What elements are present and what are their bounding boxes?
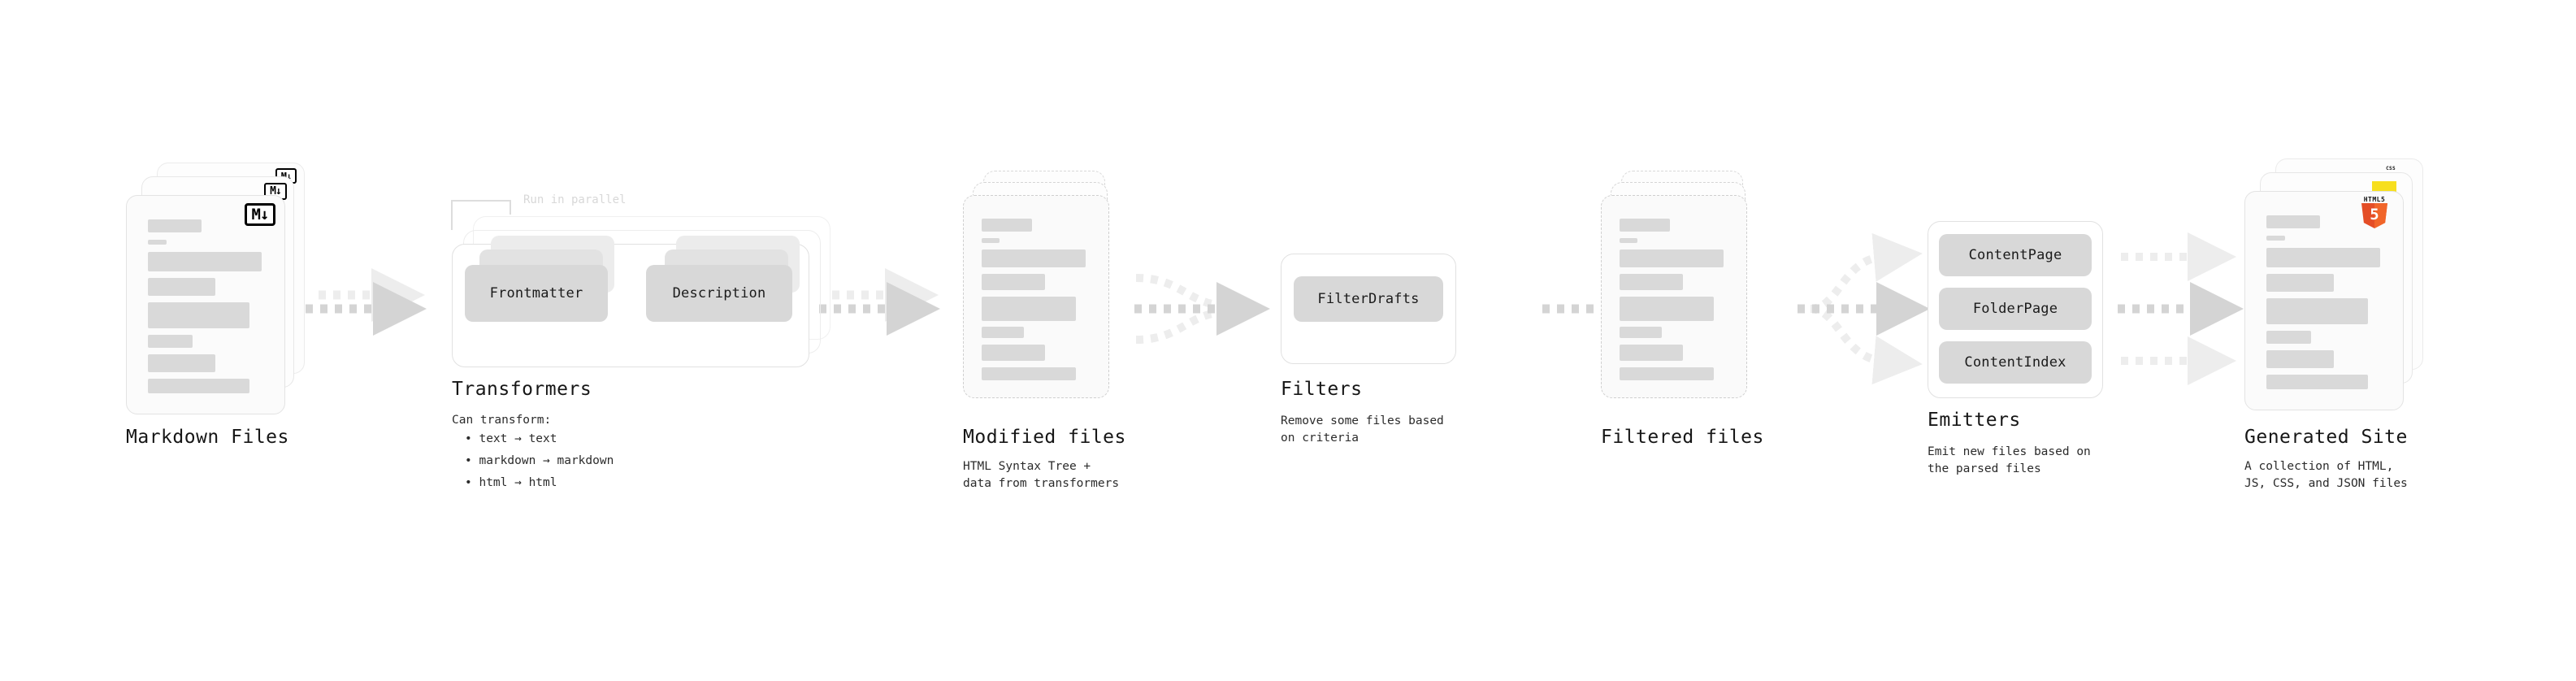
filters-title: Filters	[1281, 379, 1363, 400]
transformers-bullet-1: • markdown → markdown	[465, 454, 614, 467]
html5-icon-shield-inner	[2374, 203, 2387, 228]
content-bar	[982, 238, 1000, 243]
content-bar	[982, 345, 1045, 361]
emitter-chip-contentindex[interactable]: ContentIndex	[1939, 341, 2092, 384]
transformers-subtitle: Can transform:	[452, 414, 552, 427]
filters-subtitle: Remove some files based on criteria	[1281, 414, 1444, 445]
markdown-card-front	[126, 195, 285, 414]
html5-icon-label: HTML5	[2363, 196, 2386, 203]
modified-files-title: Modified files	[963, 427, 1126, 448]
content-bar	[148, 278, 215, 296]
emitters-title: Emitters	[1928, 410, 2021, 431]
filtered-files-title: Filtered files	[1601, 427, 1764, 448]
content-bar	[982, 297, 1076, 321]
arrow-emitters-to-site	[2118, 232, 2244, 385]
content-bar	[1620, 249, 1724, 267]
content-bar	[2266, 331, 2311, 344]
html5-icon-five: 5	[2370, 206, 2379, 223]
content-bar	[148, 354, 215, 372]
content-bar	[1620, 238, 1637, 243]
modified-files-card-stack	[963, 171, 1158, 431]
generated-site-subtitle: A collection of HTML, JS, CSS, and JSON …	[2244, 460, 2408, 491]
emitter-chip-contentpage[interactable]: ContentPage	[1939, 234, 2092, 276]
transformers-bullet-0: • text → text	[465, 432, 557, 445]
generated-site-card-stack: CSS HTML5 5	[2244, 158, 2456, 427]
content-bar	[1620, 297, 1714, 321]
content-bar	[2266, 274, 2334, 292]
content-bar	[1620, 274, 1683, 290]
content-bar	[2266, 215, 2320, 228]
arrow-transformers-to-modified	[819, 268, 940, 336]
emitter-chip-folderpage[interactable]: FolderPage	[1939, 288, 2092, 330]
content-bar	[982, 249, 1086, 267]
run-in-parallel-note: Run in parallel	[523, 193, 627, 206]
content-bar	[1620, 219, 1670, 232]
content-bar	[1620, 327, 1662, 338]
markdown-files-card-stack: M↓ M↓ M↓	[126, 163, 321, 423]
content-bar	[982, 274, 1045, 290]
arrow-filtered-to-emitters	[1798, 232, 1930, 385]
content-bar	[148, 379, 249, 393]
content-bar	[148, 252, 262, 271]
markdown-files-title: Markdown Files	[126, 427, 289, 448]
transformers-title: Transformers	[452, 379, 592, 400]
transformer-chip-description[interactable]: Description	[646, 265, 792, 322]
content-bar	[148, 240, 167, 245]
content-bar	[148, 302, 249, 328]
transformers-bullet-2: • html → html	[465, 476, 557, 489]
content-bar	[2266, 375, 2368, 389]
css-icon-label: CSS	[2386, 166, 2396, 171]
content-bar	[2266, 298, 2368, 324]
filtered-files-card-stack	[1601, 171, 1796, 431]
emitters-subtitle: Emit new files based on the parsed files	[1928, 445, 2091, 476]
generated-card-front	[2244, 191, 2404, 410]
content-bar	[1620, 367, 1714, 380]
filtered-card-front	[1601, 195, 1747, 398]
html5-icon: HTML5 5	[2361, 196, 2388, 228]
filter-chip-filterdrafts[interactable]: FilterDrafts	[1294, 276, 1443, 322]
content-bar	[982, 327, 1024, 338]
content-bar	[148, 335, 193, 348]
content-bar	[148, 219, 202, 232]
content-bar	[1620, 345, 1683, 361]
content-bar	[2266, 236, 2285, 241]
transformer-chip-frontmatter[interactable]: Frontmatter	[465, 265, 608, 322]
generated-site-title: Generated Site	[2244, 427, 2408, 448]
content-bar	[2266, 350, 2334, 368]
content-bar	[982, 367, 1076, 380]
content-bar	[2266, 248, 2380, 267]
modified-card-front	[963, 195, 1109, 398]
content-bar	[982, 219, 1032, 232]
markdown-badge-icon: M↓	[245, 203, 275, 226]
modified-files-subtitle: HTML Syntax Tree + data from transformer…	[963, 460, 1120, 491]
